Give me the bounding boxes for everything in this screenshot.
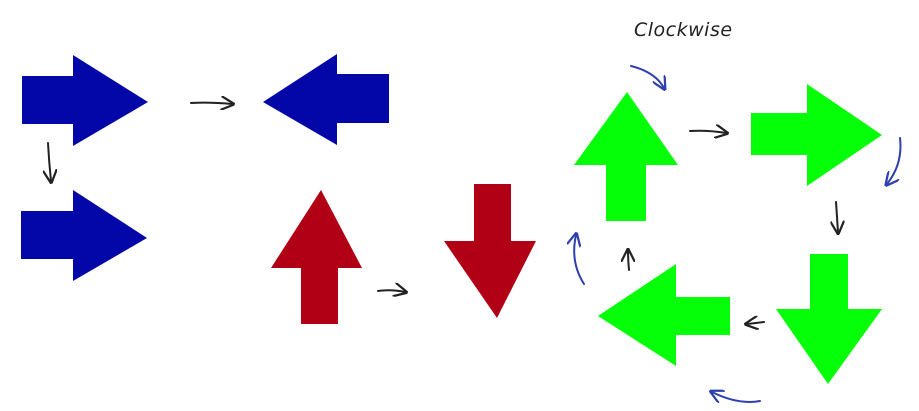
green-arrow-right [751, 84, 882, 186]
clockwise-curve-right [887, 137, 902, 184]
clockwise-label: Clockwise [634, 19, 733, 41]
connector-arrow-down-to-left [747, 322, 765, 324]
clockwise-curve-top [630, 65, 664, 88]
red-group [271, 184, 536, 324]
red-arrow-up [271, 190, 362, 324]
connector-arrow-red-flip [377, 290, 405, 292]
clockwise-curve-left [574, 235, 585, 285]
clockwise-curve-bottom [712, 392, 761, 402]
connector-arrow-left-to-up [628, 251, 629, 271]
red-arrow-down [444, 184, 536, 318]
blue-group [21, 54, 389, 281]
green-group: Clockwise [574, 19, 902, 402]
blue-arrow-right-unchanged [21, 190, 147, 281]
connector-arrow-right-to-down [836, 201, 838, 232]
blue-arrow-left-flipped [263, 54, 389, 145]
blue-arrow-right-original [22, 55, 148, 146]
connector-arrow-blue-flip [190, 103, 232, 104]
green-arrow-left [598, 264, 730, 366]
connector-arrow-up-to-right [689, 131, 726, 133]
connector-arrow-blue-down [48, 142, 51, 181]
green-arrow-up [574, 92, 678, 221]
green-arrow-down [776, 254, 882, 384]
